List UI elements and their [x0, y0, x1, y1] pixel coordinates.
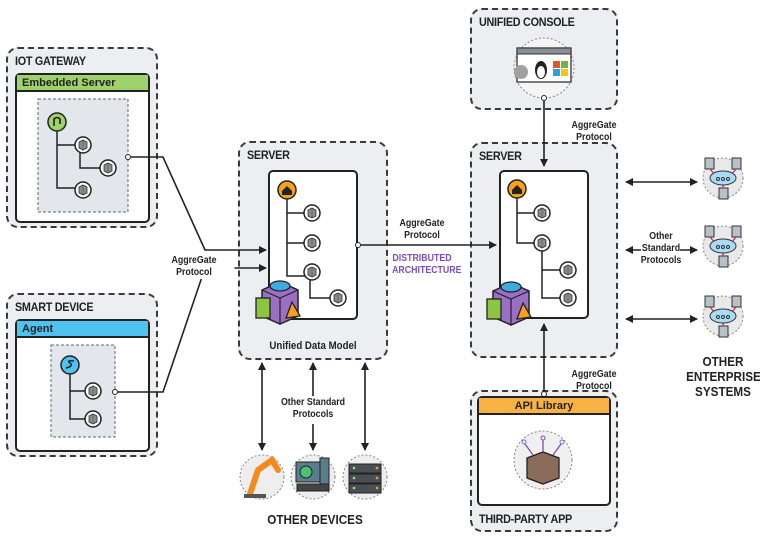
smart-device-title: SMART DEVICE — [15, 300, 94, 314]
gateway-root-icon — [47, 112, 67, 132]
server-left-title: SERVER — [247, 148, 290, 162]
other-devices-label: OTHER DEVICES — [267, 512, 363, 527]
enterprise-system-icon — [702, 157, 744, 200]
agent-node-icon — [84, 382, 102, 400]
apple-icon — [514, 65, 528, 79]
udm-cube-icon — [486, 281, 532, 326]
third-party-app-title: THIRD-PARTY APP — [479, 512, 572, 526]
robot-arm-icon — [247, 455, 281, 497]
package-box-icon — [526, 451, 560, 485]
distributed-architecture-label: DISTRIBUTED ARCHITECTURE — [392, 253, 462, 276]
iot-node-icon — [99, 159, 117, 177]
unified-data-model-caption: Unified Data Model — [269, 340, 357, 352]
aggregate-protocol-label-left: AggreGate Protocol — [153, 255, 235, 279]
api-library-label: API Library — [479, 398, 609, 415]
aggregate-protocol-label-api: AggreGate Protocol — [571, 369, 617, 392]
aggregate-protocol-label-mid: AggreGate Protocol — [399, 218, 445, 241]
unified-console-title: UNIFIED CONSOLE — [479, 15, 575, 29]
agent-node-icon — [84, 410, 102, 428]
agent-label: Agent — [17, 321, 148, 338]
other-standard-protocols-devices-label: Other Standard Protocols — [280, 397, 346, 420]
other-standard-protocols-enterprise-label: Other Standard Protocols — [640, 231, 682, 266]
server-right-title: SERVER — [479, 149, 522, 163]
other-enterprise-systems-label: OTHER ENTERPRISE SYSTEMS — [686, 354, 760, 399]
aggregate-protocol-label-console: AggreGate Protocol — [571, 120, 617, 143]
udm-cube-icon — [255, 280, 301, 325]
iot-node-icon — [74, 181, 92, 199]
agent-root-icon — [60, 355, 80, 375]
enterprise-system-icon — [702, 225, 744, 268]
iot-gateway-title: IOT GATEWAY — [15, 54, 86, 68]
iot-node-icon — [74, 136, 92, 154]
windows-icon — [553, 61, 560, 68]
server-rack-icon — [348, 463, 382, 474]
enterprise-system-icon — [702, 295, 744, 338]
embedded-server-label: Embedded Server — [17, 75, 148, 92]
